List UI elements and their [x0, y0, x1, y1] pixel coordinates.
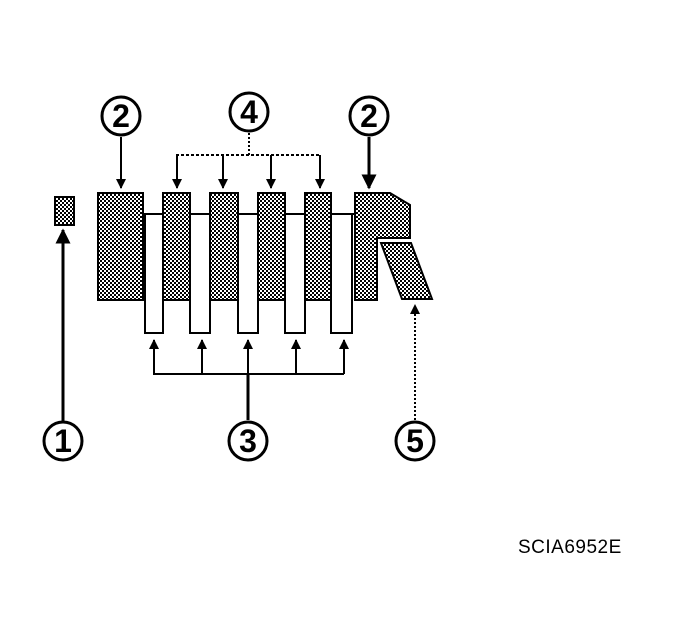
- part-5-piece: [379, 242, 434, 300]
- leader-lines-4: [172, 133, 325, 189]
- svg-text:2: 2: [112, 98, 130, 134]
- part-4-segment: [257, 192, 286, 301]
- svg-text:4: 4: [240, 94, 258, 130]
- reference-code: SCIA6952E: [518, 537, 622, 558]
- part-2-left-block: [97, 192, 144, 301]
- leader-lines-3: [149, 339, 349, 420]
- part-2-right-block: [354, 192, 411, 301]
- callout-2-right: 2: [348, 95, 390, 137]
- callout-4: 4: [228, 91, 270, 133]
- svg-text:2: 2: [360, 98, 378, 134]
- callout-3: 3: [227, 420, 269, 462]
- part-4-segment: [209, 192, 239, 301]
- part-4-segment: [162, 192, 191, 301]
- svg-text:5: 5: [406, 423, 424, 459]
- groove-channels: [144, 214, 353, 334]
- callout-2-left: 2: [100, 95, 142, 137]
- part-4-segment: [304, 192, 332, 301]
- part-1-block: [54, 196, 75, 226]
- callout-5: 5: [394, 420, 436, 462]
- svg-text:1: 1: [54, 423, 72, 459]
- svg-text:3: 3: [239, 423, 257, 459]
- callout-1: 1: [42, 420, 84, 462]
